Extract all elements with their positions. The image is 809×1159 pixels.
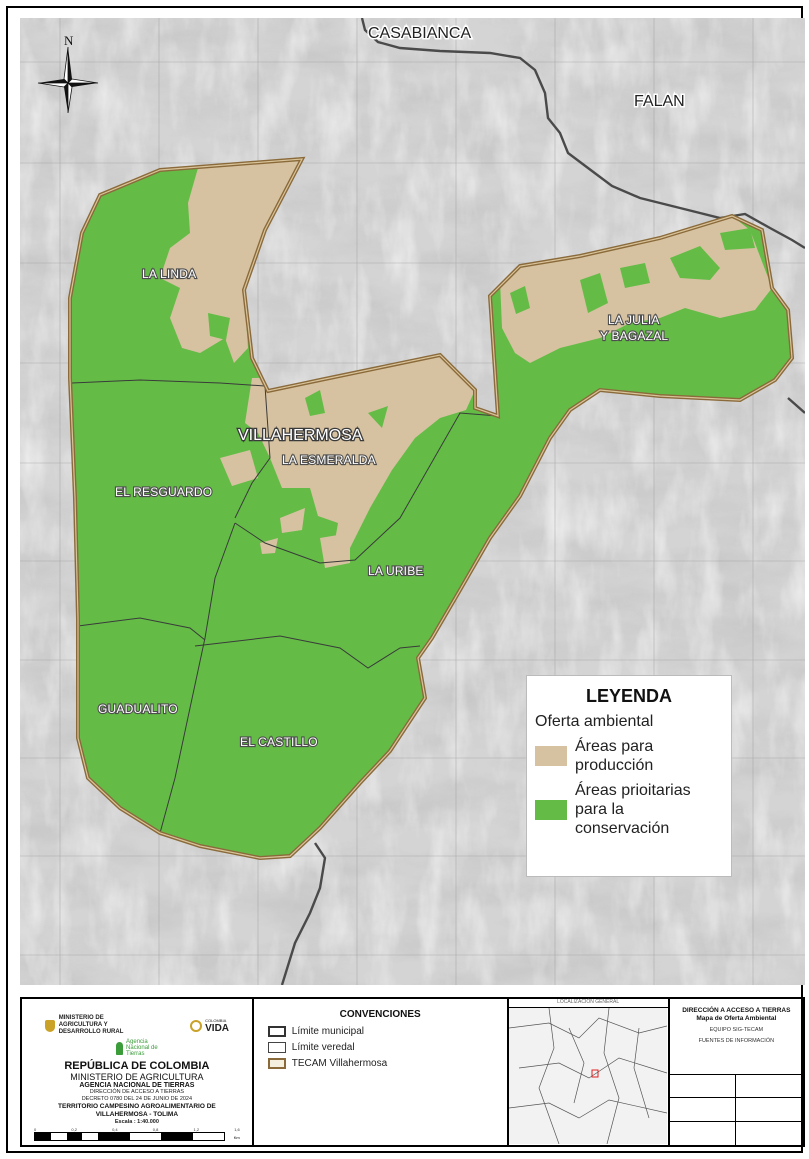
location-block: LOCALIZACIÓN GENERAL <box>508 999 670 1145</box>
municipal-boundaries <box>280 18 805 985</box>
scale-bar: 0 0,2 0,4 0,8 1,2 1,6 Km <box>34 1127 240 1143</box>
north-label: N <box>64 33 74 48</box>
credits-block: DIRECCIÓN A ACCESO A TIERRAS Mapa de Ofe… <box>669 999 803 1145</box>
legend-item-conservation-line1: Áreas prioitarias <box>575 782 691 799</box>
map-title: Mapa de Oferta Ambiental <box>696 1015 777 1022</box>
vereda-label-la-esmeralda: LA ESMERALDA <box>282 453 376 467</box>
team-label: EQUIPO SIG-TECAM <box>709 1027 764 1033</box>
agency-title: AGENCIA NACIONAL DE TIERRAS <box>79 1082 195 1089</box>
territory-line2: VILLAHERMOSA - TOLIMA <box>95 1111 179 1118</box>
scale-unit: Km <box>233 1135 240 1140</box>
legend-subtitle: Oferta ambiental <box>535 713 654 730</box>
vida-logo-text: VIDA <box>205 1023 230 1034</box>
legend-item-conservation: Áreas prioitarias para la conservación <box>535 781 723 838</box>
vereda-label-la-julia: LA JULIA <box>608 313 660 327</box>
direction-title: DIRECCIÓN A ACCESO A TIERRAS <box>682 1007 791 1014</box>
info-panel: MINISTERIO DE AGRICULTURA Y DESARROLLO R… <box>20 997 805 1147</box>
convention-veredal: Límite veredal <box>267 1042 493 1053</box>
town-label: VILLAHERMOSA <box>238 427 363 444</box>
conservation-swatch <box>535 799 567 820</box>
decree-text: DECRETO 0780 DEL 24 DE JUNIO DE 2024 <box>81 1096 193 1102</box>
legend-title: LEYENDA <box>585 686 672 706</box>
scale-tick-1: 0,2 <box>71 1127 77 1132</box>
agency-logo-line1: Agencia <box>126 1039 148 1045</box>
legend-item-production-line1: Áreas para <box>575 738 654 755</box>
vereda-label-la-uribe: LA URIBE <box>368 564 424 578</box>
sources-label: FUENTES DE INFORMACIÓN <box>698 1037 775 1044</box>
coat-of-arms-icon <box>44 1019 55 1032</box>
agency-leaf-icon <box>116 1041 124 1055</box>
scale-tick-2: 0,4 <box>112 1127 118 1132</box>
vereda-label-bagazal: Y BAGAZAL <box>600 329 668 343</box>
veredal-limit-swatch <box>267 1042 286 1053</box>
legend-item-conservation-line2: para la <box>575 801 624 818</box>
north-arrow-icon <box>37 46 99 114</box>
convention-municipal-label: Límite municipal <box>291 1026 365 1037</box>
production-swatch <box>535 746 567 766</box>
conventions-block: CONVENCIONES Límite municipal Límite ver… <box>254 999 509 1145</box>
vereda-label-el-resguardo: EL RESGUARDO <box>115 485 212 499</box>
territory-line1: TERRITORIO CAMPESINO AGROALIMENTARIO DE <box>58 1103 216 1110</box>
scale-tick-3: 0,8 <box>152 1127 159 1132</box>
ministry-title: MINISTERIO DE AGRICULTURA <box>70 1072 204 1082</box>
agency-logo-line2: Nacional de <box>126 1045 158 1051</box>
republic-title: REPÚBLICA DE COLOMBIA <box>64 1060 210 1072</box>
municipality-label-falan: FALAN <box>634 93 685 110</box>
location-minimap <box>508 1007 667 1145</box>
veredal-boundaries <box>71 379 499 834</box>
scale-tick-0: 0 <box>34 1127 37 1132</box>
legend-item-production-line2: producción <box>575 757 654 774</box>
production-areas[interactable] <box>160 159 772 568</box>
location-title: LOCALIZACIÓN GENERAL <box>508 999 668 1008</box>
scale-tick-4: 1,2 <box>193 1127 200 1132</box>
scale-tick-5: 1,6 <box>234 1127 240 1132</box>
legend-item-production: Áreas para producción <box>535 737 723 775</box>
tecam-swatch <box>267 1058 286 1069</box>
colombia-logo-icon <box>190 1019 203 1032</box>
ministry-logo-text: MINISTERIO DE AGRICULTURA Y DESARROLLO R… <box>58 1015 124 1035</box>
vereda-label-guadualito: GUADUALITO <box>98 702 178 716</box>
convention-tecam: TECAM Villahermosa <box>267 1058 493 1069</box>
convention-municipal: Límite municipal <box>267 1026 493 1037</box>
agency-logo-line3: Tierras <box>126 1051 145 1057</box>
legend-item-conservation-line3: conservación <box>575 820 670 837</box>
title-block: MINISTERIO DE AGRICULTURA Y DESARROLLO R… <box>22 999 254 1145</box>
scale-label: Escala : 1:40.000 <box>114 1119 159 1125</box>
tecam-border-inner <box>69 158 793 859</box>
location-marker <box>591 1069 599 1078</box>
vereda-label-el-castillo: EL CASTILLO <box>240 735 318 749</box>
credits-table <box>669 1074 803 1145</box>
vereda-label-la-linda: LA LINDA <box>142 267 196 281</box>
conservation-area[interactable] <box>70 159 792 858</box>
municipality-label-casabianca: CASABIANCA <box>368 25 471 42</box>
colombia-logo-text: COLOMBIA <box>205 1018 227 1023</box>
convention-veredal-label: Límite veredal <box>291 1042 355 1053</box>
conventions-title: CONVENCIONES <box>339 1009 421 1020</box>
map-legend: LEYENDA Oferta ambiental Áreas para prod… <box>526 675 732 877</box>
direction-text: DIRECCIÓN DE ACCESO A TIERRAS <box>89 1089 185 1095</box>
convention-tecam-label: TECAM Villahermosa <box>291 1058 388 1069</box>
municipal-limit-swatch <box>267 1026 286 1037</box>
